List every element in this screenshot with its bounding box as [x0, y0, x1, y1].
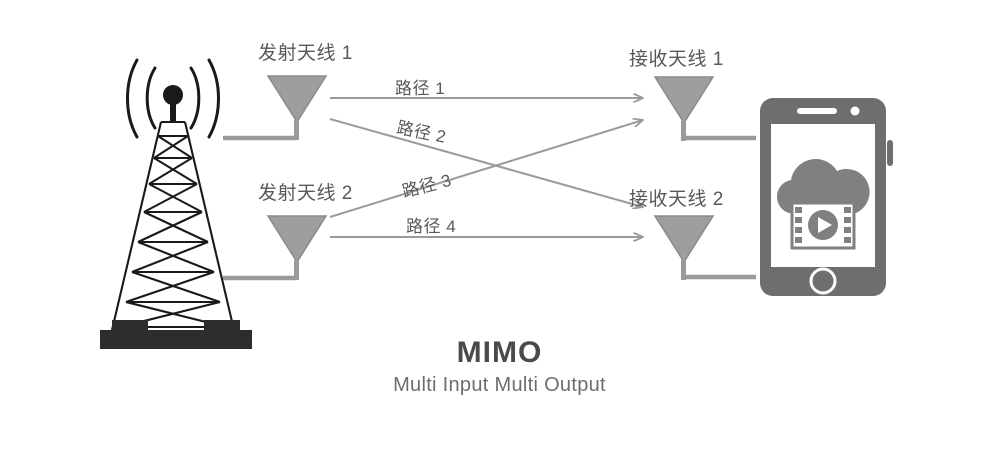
receive-antenna-2-icon — [653, 215, 756, 280]
tower-antenna-connectors — [223, 135, 296, 281]
transmit-antenna-2-label: 发射天线 2 — [258, 183, 353, 204]
signal-path-4-label: 路径 4 — [406, 217, 457, 236]
tower-lattice — [110, 120, 236, 331]
phone-speaker — [797, 108, 837, 114]
tower-base — [100, 320, 252, 349]
signal-path-1-label: 路径 1 — [395, 79, 446, 98]
radio-wave-icon — [126, 58, 220, 139]
receive-antenna-1-icon — [653, 76, 756, 141]
film-strip-icon — [790, 201, 856, 250]
title-block: MIMO Multi Input Multi Output — [0, 336, 999, 396]
phone-home-button — [809, 267, 837, 295]
signal-path-2 — [329, 118, 643, 207]
transmit-antenna-1-icon — [266, 75, 328, 140]
cloud-video-play-icon — [776, 159, 870, 213]
mimo-subtitle: Multi Input Multi Output — [393, 374, 606, 396]
tower-beacon-icon — [163, 85, 183, 105]
receive-antenna-2-label: 接收天线 2 — [629, 189, 724, 210]
signal-path-3 — [329, 120, 643, 218]
transmit-antenna-1-label: 发射天线 1 — [258, 43, 353, 64]
phone-camera-icon — [850, 106, 860, 116]
mimo-title: MIMO — [456, 336, 543, 369]
transmit-antenna-2-icon — [266, 215, 328, 280]
smartphone-icon — [760, 98, 893, 296]
tower-mast — [170, 101, 176, 123]
receive-antenna-1-label: 接收天线 1 — [629, 49, 724, 70]
